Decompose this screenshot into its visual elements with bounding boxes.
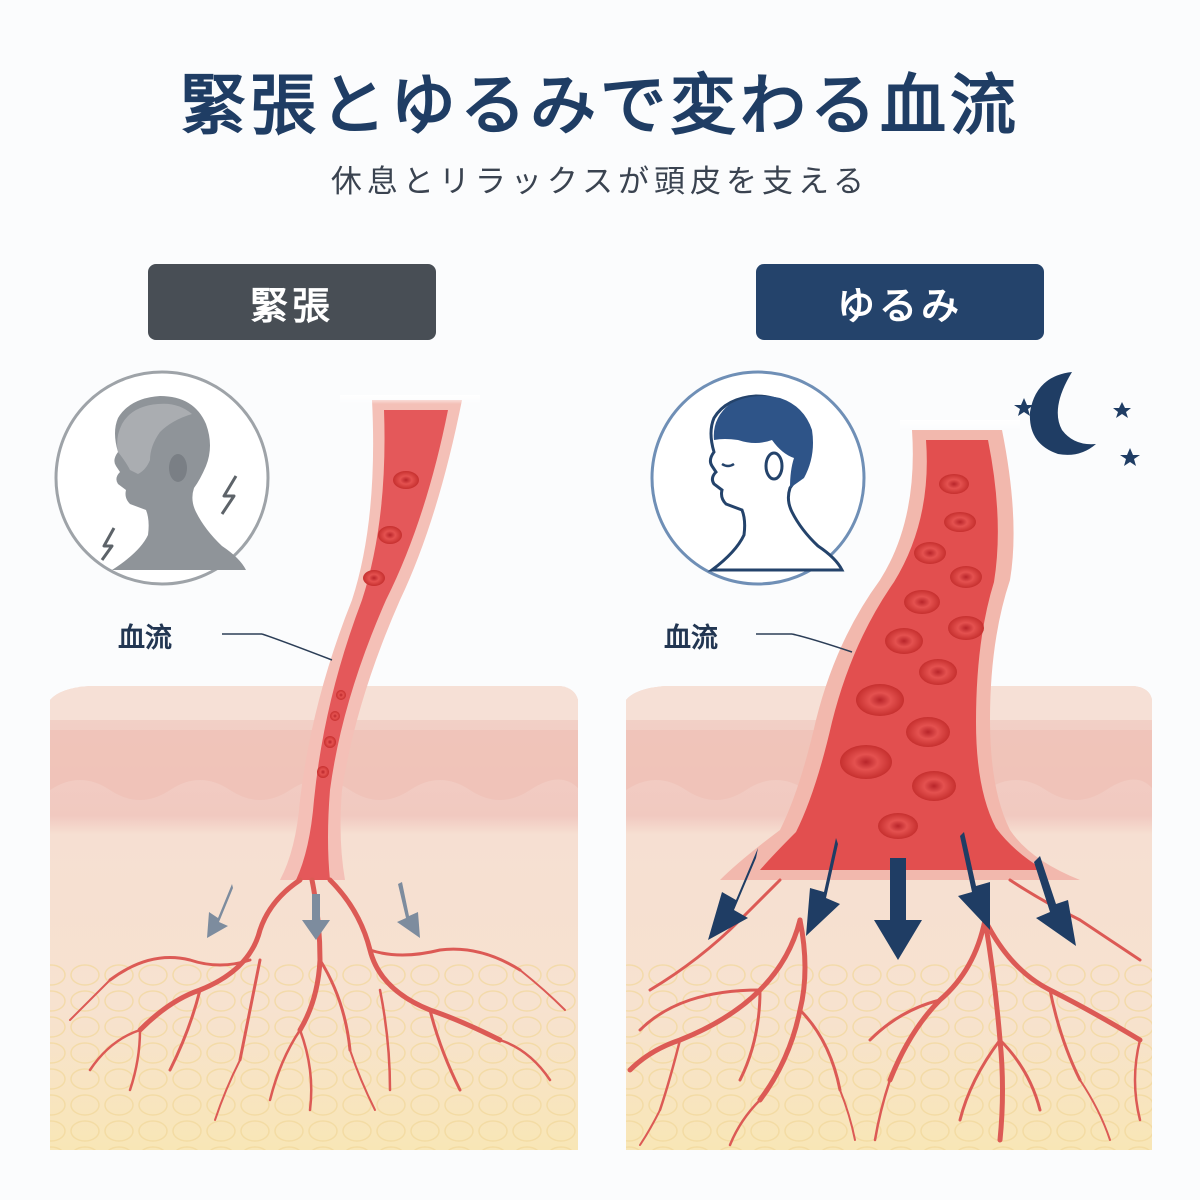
relaxed-flow-arrows bbox=[708, 832, 1076, 960]
arrow-down-icon bbox=[302, 894, 330, 940]
tense-red-blood-cells bbox=[317, 471, 419, 778]
arrow-down-right-icon bbox=[958, 832, 990, 930]
tense-blood-vessel bbox=[280, 395, 480, 880]
arrow-down-left-icon bbox=[708, 848, 758, 940]
arrow-down-left-icon bbox=[806, 838, 840, 936]
arrow-down-right-icon bbox=[1034, 856, 1076, 946]
tense-panel bbox=[50, 370, 578, 1150]
lightning-icon bbox=[100, 475, 238, 561]
relaxed-badge: ゆるみ bbox=[756, 264, 1044, 340]
tense-blood-flow-label: 血流 bbox=[118, 623, 172, 654]
arrow-down-icon bbox=[874, 858, 922, 960]
star-icon bbox=[1014, 398, 1140, 466]
relaxed-red-blood-cells bbox=[840, 474, 984, 839]
tense-badge: 緊張 bbox=[148, 264, 436, 340]
arrow-down-right-icon bbox=[397, 882, 420, 938]
tense-head-icon bbox=[112, 396, 246, 570]
tense-capillaries bbox=[69, 877, 566, 1121]
tense-head-circle bbox=[54, 370, 270, 586]
tense-flow-arrows bbox=[207, 882, 420, 940]
relaxed-head-circle bbox=[650, 370, 866, 586]
page-subtitle: 休息とリラックスが頭皮を支える bbox=[330, 164, 870, 200]
arrow-down-left-icon bbox=[207, 884, 233, 938]
relaxed-blood-vessel bbox=[720, 420, 1080, 880]
relaxed-head-icon bbox=[707, 394, 845, 572]
relaxed-blood-flow-label: 血流 bbox=[664, 623, 718, 654]
relaxed-panel bbox=[626, 370, 1152, 1150]
page-title: 緊張とゆるみで変わる血流 bbox=[180, 67, 1020, 144]
moon-icon bbox=[1029, 372, 1096, 455]
relaxed-capillaries bbox=[627, 878, 1143, 1147]
